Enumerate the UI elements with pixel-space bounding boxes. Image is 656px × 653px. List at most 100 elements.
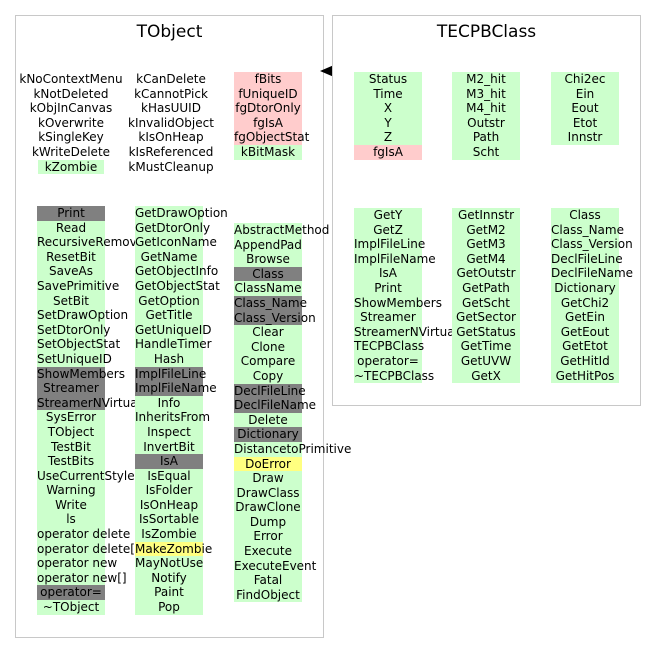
tobject-members-col: fBits fUniqueID fgDtorOnly fgIsA fgObjec… <box>234 72 310 160</box>
enum-item: kCanDelete <box>136 72 206 86</box>
method-item: IsFolder <box>135 483 203 498</box>
tecpbclass-methods-col-3: Class Class_Name Class_Version DeclFileL… <box>537 208 634 384</box>
method-item: HandleTimer <box>135 337 212 352</box>
method-item: Compare <box>234 354 302 369</box>
method-item: GetOption <box>135 293 203 309</box>
method-item: GetX <box>452 368 520 384</box>
method-item: DeclFileName <box>551 266 634 281</box>
method-item: DrawClone <box>234 500 302 515</box>
enum-item: kNoContextMenu <box>19 72 123 86</box>
method-item: operator new <box>37 556 118 571</box>
tobject-enums-col-1: kNoContextMenu kNotDeleted kObjInCanvas … <box>16 72 126 175</box>
method-item: ~TObject <box>37 600 105 615</box>
method-item: GetScht <box>452 295 520 311</box>
method-item: GetIconName <box>135 235 217 250</box>
method-item: Streamer <box>354 310 422 325</box>
member-item: M4_hit <box>452 101 520 116</box>
inheritance-arrow-icon <box>320 65 334 77</box>
method-item: AppendPad <box>234 237 302 253</box>
member-item: M3_hit <box>452 86 520 102</box>
method-item: ls <box>37 512 105 528</box>
method-item: GetSector <box>452 310 520 325</box>
method-item: ImplFileName <box>354 251 436 267</box>
tecpbclass-methods-col-2: GetInnstr GetM2 GetM3 GetM4 GetOutstr Ge… <box>452 208 520 384</box>
method-item: ShowMembers <box>37 366 125 382</box>
method-item: IsOnHeap <box>135 497 203 513</box>
member-item: fUniqueID <box>234 86 302 102</box>
method-item: Copy <box>234 368 302 384</box>
method-item: IsEqual <box>135 468 203 484</box>
method-item: GetEin <box>551 310 619 325</box>
method-item: InvertBit <box>135 439 203 455</box>
method-item: Info <box>135 395 203 411</box>
method-item: FindObject <box>234 587 302 603</box>
method-item: GetTitle <box>135 308 203 323</box>
member-item: Ein <box>551 86 619 102</box>
method-item: SavePrimitive <box>37 278 120 294</box>
member-item: Outstr <box>452 115 520 131</box>
method-item: ResetBit <box>37 249 105 265</box>
method-item: ExecuteEvent <box>234 558 317 574</box>
method-item: ClassName <box>234 281 302 296</box>
tecpbclass-members-col-3: Chi2ec Ein Eout Etot Innstr <box>551 72 619 145</box>
tecpbclass-title: TECPBClass <box>436 22 537 42</box>
method-item: ShowMembers <box>354 295 442 311</box>
method-item: Dump <box>234 514 302 530</box>
method-item: Draw <box>234 471 302 486</box>
member-item: M2_hit <box>452 72 520 87</box>
method-item: StreamerNVirtual <box>37 395 141 411</box>
method-item: Class <box>551 208 619 223</box>
method-item: Inspect <box>135 424 203 440</box>
method-item: TestBit <box>37 439 105 455</box>
method-item: Clone <box>234 339 302 355</box>
method-item: MayNotUse <box>135 556 204 571</box>
method-item: Clear <box>234 325 302 340</box>
member-item: fgIsA <box>354 144 422 160</box>
method-item: Fatal <box>234 573 302 588</box>
method-item: RecursiveRemove <box>37 235 145 250</box>
method-item: IsSortable <box>135 512 203 528</box>
method-item: GetDtorOnly <box>135 220 211 236</box>
method-item: Print <box>354 280 422 296</box>
member-item: Eout <box>551 101 619 116</box>
method-item: GetDrawOption <box>135 206 228 221</box>
member-item: Etot <box>551 115 619 131</box>
method-item: SetDrawOption <box>37 308 129 323</box>
tobject-enums-col-2: kCanDelete kCannotPick kHasUUID kInvalid… <box>121 72 221 174</box>
method-item: SetObjectStat <box>37 337 121 352</box>
method-item: GetEout <box>551 324 619 340</box>
tecpbclass-methods-col-1: GetY GetZ ImplFileLine ImplFileName IsA … <box>333 208 458 384</box>
method-item: GetM2 <box>452 222 520 238</box>
method-item: GetName <box>135 249 203 265</box>
method-item: ~TECPBClass <box>354 368 435 384</box>
method-item: Print <box>37 206 105 221</box>
member-item: Path <box>452 130 520 145</box>
enum-item: kHasUUID <box>141 101 201 116</box>
method-item: GetZ <box>354 222 422 238</box>
tobject-title: TObject <box>136 22 203 42</box>
method-item: Class_Version <box>234 310 316 326</box>
method-item: Execute <box>234 544 302 559</box>
method-item: operator new[] <box>37 570 127 586</box>
method-item: DeclFileName <box>234 398 317 413</box>
method-item: GetY <box>354 208 422 223</box>
enum-item: kInvalidObject <box>128 115 214 130</box>
method-item: TObject <box>37 424 105 440</box>
method-item: Write <box>37 497 105 513</box>
enum-item: kZombie <box>38 159 104 175</box>
method-item: GetPath <box>452 280 520 296</box>
tobject-methods-col-1: Print Read RecursiveRemove ResetBit Save… <box>16 206 145 615</box>
enum-item: kSingleKey <box>38 130 104 145</box>
method-item: Pop <box>135 600 203 615</box>
method-item: Class_Name <box>234 295 307 311</box>
method-item: operator= <box>354 353 422 369</box>
enum-item: kIsReferenced <box>128 144 214 159</box>
member-item: Innstr <box>551 130 619 145</box>
tobject-methods-col-2: GetDrawOption GetDtorOnly GetIconName Ge… <box>119 206 228 615</box>
method-item: DeclFileLine <box>551 251 623 267</box>
method-item: MakeZombie <box>135 541 213 557</box>
method-item: ImplFileName <box>135 381 217 396</box>
method-item: StreamerNVirtual <box>354 324 458 340</box>
member-item: fgObjectStat <box>234 130 310 145</box>
method-item: Read <box>37 220 105 236</box>
